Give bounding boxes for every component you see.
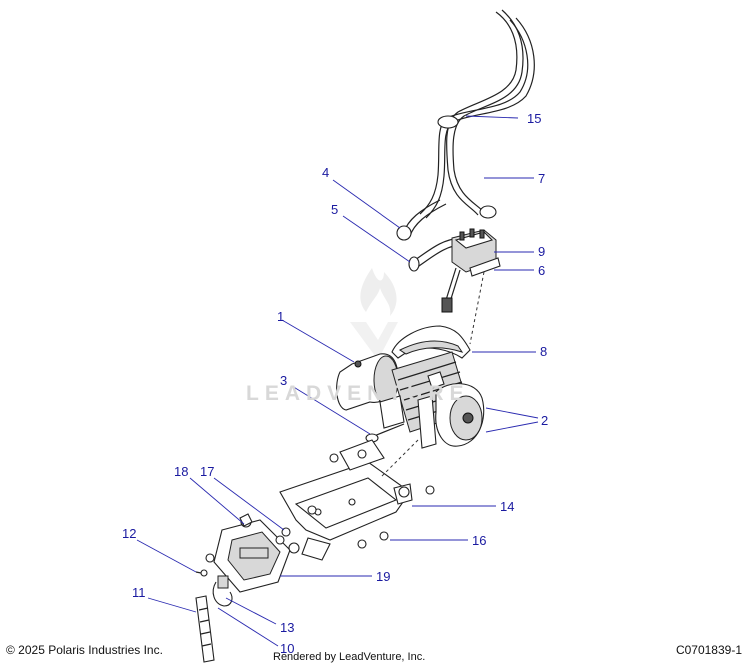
callout-2: 2 xyxy=(541,413,548,428)
hook-strap xyxy=(195,595,215,663)
callout-9: 9 xyxy=(538,244,545,259)
diagram-code: C0701839-1 xyxy=(675,643,742,657)
callout-18: 18 xyxy=(174,464,188,479)
hook xyxy=(212,575,233,607)
callout-14: 14 xyxy=(500,499,514,514)
callout-5: 5 xyxy=(331,202,338,217)
callout-13: 13 xyxy=(280,620,294,635)
watermark-text: LEADVENTURE xyxy=(246,382,470,405)
mounting-plate xyxy=(279,439,435,561)
guide-line xyxy=(379,439,419,479)
wiring-harness xyxy=(396,9,535,241)
rendered-by-notice: Rendered by LeadVenture, Inc. xyxy=(273,651,426,663)
pin-12 xyxy=(195,553,215,577)
winch-body xyxy=(336,351,485,449)
callout-7: 7 xyxy=(538,171,545,186)
callout-12: 12 xyxy=(122,526,136,541)
leader-lines xyxy=(136,115,539,647)
callout-3: 3 xyxy=(280,373,287,388)
callout-19: 19 xyxy=(376,569,390,584)
guide-line xyxy=(469,271,485,345)
callout-6: 6 xyxy=(538,263,545,278)
callout-17: 17 xyxy=(200,464,214,479)
callout-10: 10 xyxy=(280,641,294,656)
callout-1: 1 xyxy=(277,309,284,324)
winch-cover xyxy=(391,325,471,359)
watermark-logo-icon xyxy=(350,268,398,360)
callout-11: 11 xyxy=(132,585,146,600)
callout-labels: 1 2 3 4 5 6 7 8 9 10 11 12 13 14 15 16 1… xyxy=(122,111,548,656)
callout-16: 16 xyxy=(472,533,486,548)
contactor-assembly xyxy=(441,228,501,313)
fairlead xyxy=(213,516,300,593)
bolts-16 xyxy=(307,505,389,549)
bolt-3 xyxy=(365,423,405,443)
callout-8: 8 xyxy=(540,344,547,359)
callout-4: 4 xyxy=(322,165,329,180)
copyright-notice: © 2025 Polaris Industries Inc. xyxy=(6,643,163,657)
callout-15: 15 xyxy=(527,111,541,126)
